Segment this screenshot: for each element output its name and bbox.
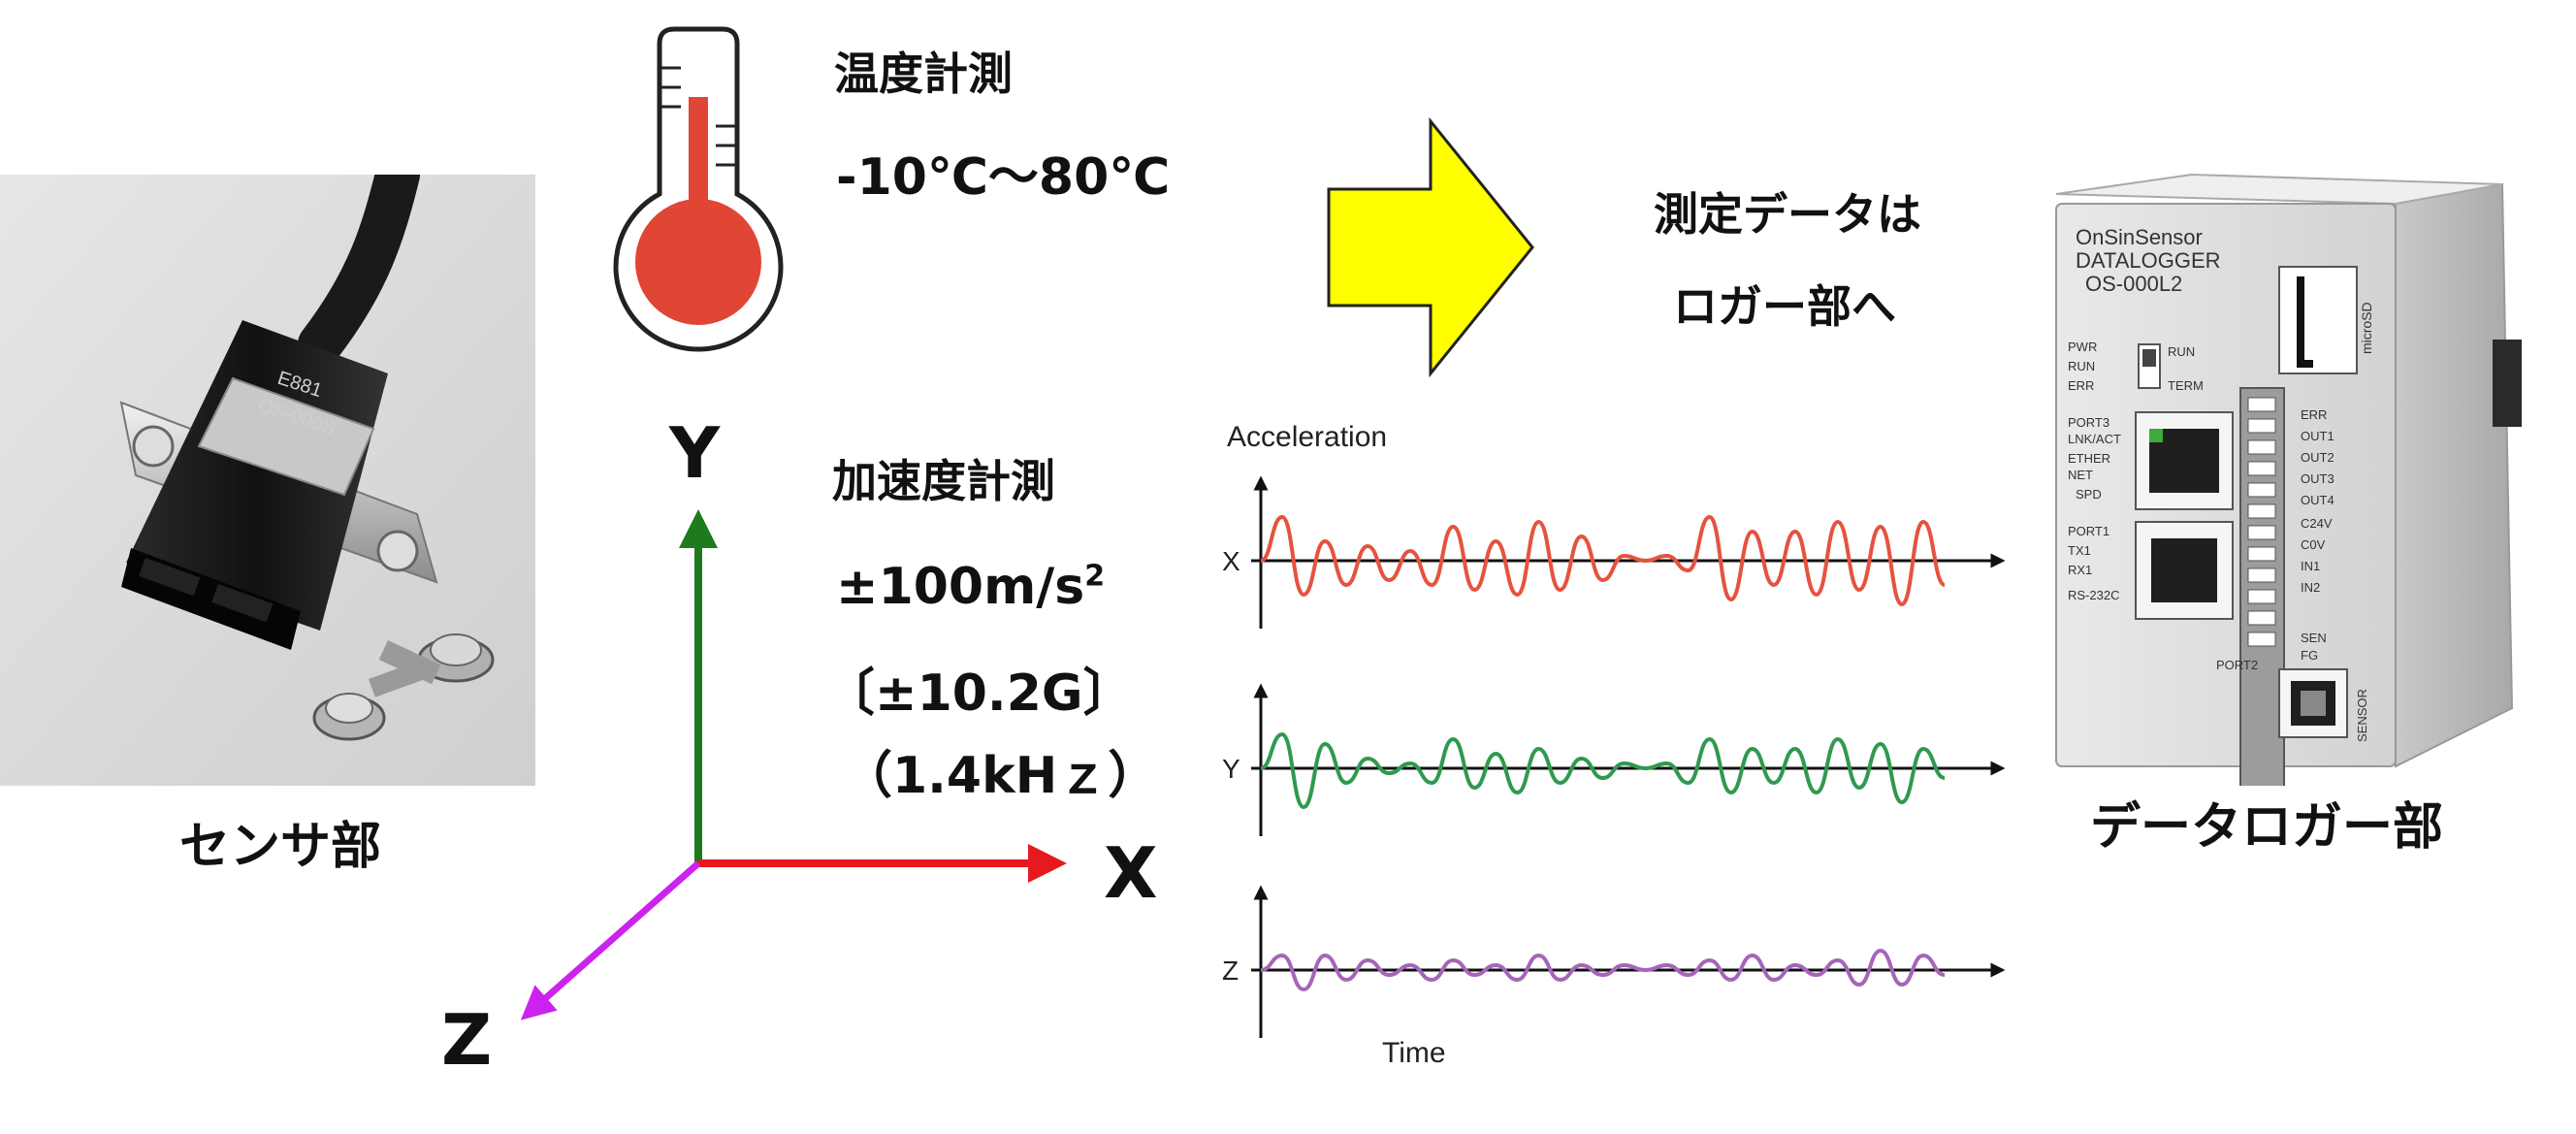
acceleration-frequency: （1.4kHｚ） <box>842 747 1159 805</box>
chart-title: Acceleration <box>1227 421 1387 453</box>
terminal-slot <box>2247 397 2276 412</box>
logger-microsd-label: microSD <box>2359 302 2374 354</box>
z-axis-label: Z <box>441 999 493 1081</box>
port1-label: PORT1 <box>2068 524 2109 538</box>
terminal-slot <box>2247 546 2276 562</box>
spd-label: SPD <box>2076 487 2102 502</box>
wave-z-line <box>1260 948 1946 992</box>
sensor-illustration: E881 OS-000S <box>0 175 535 786</box>
thermometer-column <box>689 97 708 213</box>
wave-x-line <box>1260 514 1947 607</box>
x-axis-label: X <box>1104 832 1158 914</box>
terminal-slot <box>2247 610 2276 626</box>
term-label-out3: OUT3 <box>2301 471 2334 486</box>
thermometer-icon <box>613 26 784 352</box>
chart-xlabel: Time <box>1382 1037 1446 1069</box>
rs232c-label: RS-232C <box>2068 588 2119 602</box>
arrow-caption-line2: ロガー部へ <box>1673 280 1896 333</box>
term-label-c0v: C0V <box>2301 537 2326 552</box>
thermometer-bulb <box>635 199 761 325</box>
axis-diagram <box>520 509 1067 1021</box>
port3-label: PORT3 <box>2068 415 2109 430</box>
sensor-caption: センサ部 <box>179 818 382 876</box>
sensor-photo: E881 OS-000S <box>0 175 535 786</box>
terminal-slot <box>2247 503 2276 519</box>
data-logger-illustration: OnSinSensor DATALOGGER OS-000L2 SD micro… <box>2055 173 2522 826</box>
term-label-out2: OUT2 <box>2301 450 2334 465</box>
term-label-fg: FG <box>2301 648 2318 663</box>
wave-y-label: Y <box>1222 754 1240 784</box>
screw-1 <box>378 633 495 685</box>
term-label-out4: OUT4 <box>2301 493 2334 507</box>
terminal-slot <box>2247 418 2276 434</box>
term-label-c24v: C24V <box>2301 516 2333 531</box>
acceleration-wave-chart: Acceleration Time X Y Z <box>1222 421 2006 1069</box>
z-axis-arrow <box>520 860 701 1021</box>
y-axis-label: Y <box>669 412 721 494</box>
terminal-slot <box>2247 482 2276 498</box>
term-label-err: ERR <box>2301 407 2327 422</box>
led-label-run: RUN <box>2068 359 2095 373</box>
led-label-err: ERR <box>2068 378 2094 393</box>
acceleration-range-g: 〔±10.2G〕 <box>824 664 1134 723</box>
net-label: NET <box>2068 468 2093 482</box>
data-logger-image: OnSinSensor DATALOGGER OS-000L2 SD micro… <box>2046 165 2551 826</box>
sensor-port-label: SENSOR <box>2355 689 2369 742</box>
screw-2 <box>312 661 426 741</box>
logger-brand: OnSinSensor <box>2076 225 2203 249</box>
temperature-title: 温度計測 <box>834 48 1013 100</box>
data-flow-arrow-icon <box>1327 116 1534 378</box>
terminal-slot <box>2247 525 2276 540</box>
terminal-slot <box>2247 632 2276 647</box>
logger-model: OS-000L2 <box>2085 272 2182 296</box>
wave-y-line <box>1260 731 1946 810</box>
rx1-label: RX1 <box>2068 563 2092 577</box>
term-label-in2: IN2 <box>2301 580 2320 595</box>
acceleration-title: 加速度計測 <box>832 455 1055 507</box>
wave-x-label: X <box>1222 546 1240 576</box>
wave-z-label: Z <box>1222 956 1239 986</box>
tx1-label: TX1 <box>2068 543 2091 558</box>
logger-model-line: DATALOGGER <box>2076 248 2221 273</box>
led-label-pwr: PWR <box>2068 340 2097 354</box>
logger-caption: データロガー部 <box>2090 798 2444 857</box>
ether-label: ETHER <box>2068 451 2110 466</box>
switch-run-label: RUN <box>2168 344 2195 359</box>
terminal-slot <box>2247 589 2276 604</box>
acceleration-range-exp: 2 <box>1084 559 1106 594</box>
switch-term-label: TERM <box>2168 378 2204 393</box>
port2-label: PORT2 <box>2216 658 2258 672</box>
lnk-act-label: LNK/ACT <box>2068 432 2121 446</box>
temperature-range: -10℃〜80℃ <box>836 148 1171 207</box>
terminal-slot <box>2247 439 2276 455</box>
acceleration-range: ±100m/s2 <box>836 558 1105 616</box>
acceleration-range-base: ±100m/s <box>836 558 1085 616</box>
arrow-caption-line1: 測定データは <box>1654 188 1921 241</box>
term-label-out1: OUT1 <box>2301 429 2334 443</box>
term-label-sen: SEN <box>2301 631 2327 645</box>
term-label-in1: IN1 <box>2301 559 2320 573</box>
terminal-slot <box>2247 567 2276 583</box>
terminal-slot <box>2247 461 2276 476</box>
